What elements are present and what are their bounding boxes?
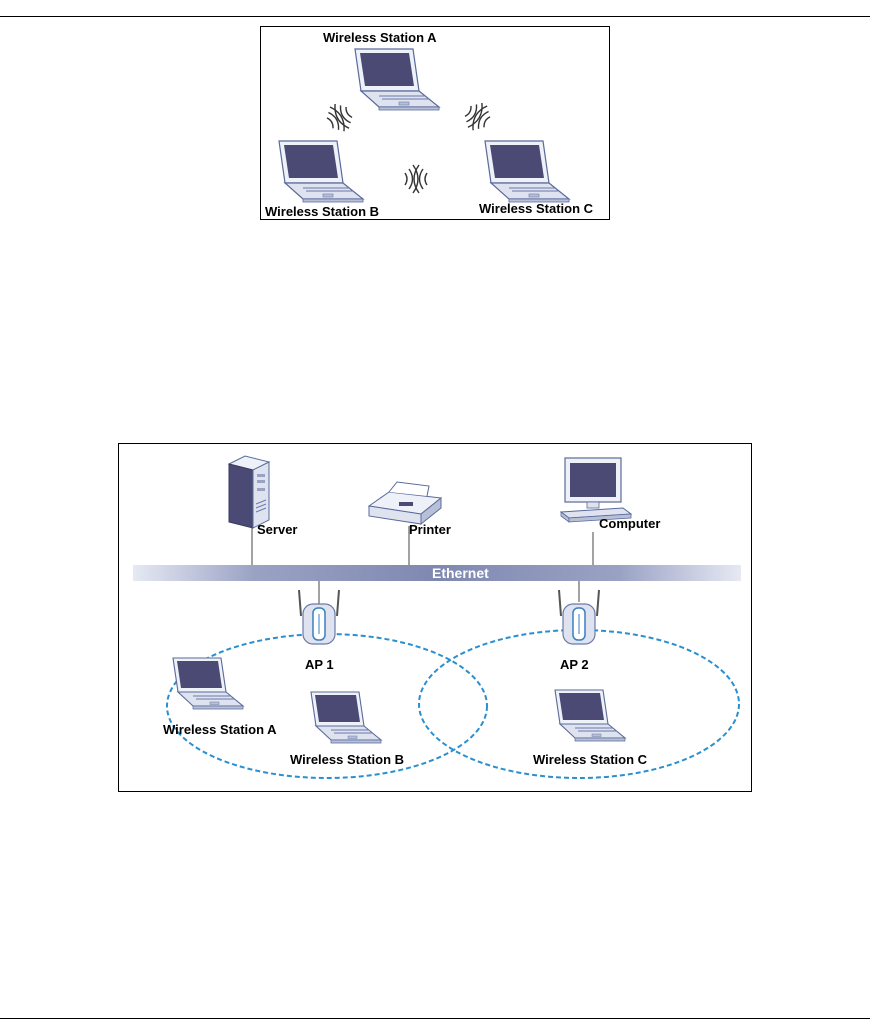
computer-icon (561, 458, 631, 522)
ap1-label: AP 1 (305, 657, 334, 672)
footer-rule (0, 1018, 870, 1019)
station-c-label: Wireless Station C (533, 752, 648, 767)
ap2-label: AP 2 (560, 657, 589, 672)
laptop-icon-station-a (173, 658, 243, 709)
station-b-label: Wireless Station B (290, 752, 404, 767)
infrastructure-network-figure: Ethernet Server Printer (118, 443, 752, 792)
laptop-icon-station-c (485, 141, 569, 202)
computer-label: Computer (599, 516, 660, 531)
wireless-signal-icon (461, 99, 494, 134)
wireless-signal-icon (405, 165, 427, 193)
station-a-label: Wireless Station A (323, 30, 437, 45)
printer-label: Printer (409, 522, 451, 537)
station-a-label: Wireless Station A (163, 722, 277, 737)
laptop-icon-station-a (355, 49, 439, 110)
laptop-icon-station-b (311, 692, 381, 743)
ethernet-label: Ethernet (432, 565, 489, 581)
printer-icon (369, 482, 441, 524)
laptop-icon-station-c (555, 690, 625, 741)
header-rule (0, 16, 870, 17)
station-c-label: Wireless Station C (479, 201, 594, 216)
server-label: Server (257, 522, 297, 537)
wireless-signal-icon (323, 100, 356, 135)
laptop-icon-station-b (279, 141, 363, 202)
station-b-label: Wireless Station B (265, 204, 379, 219)
server-icon (229, 456, 269, 528)
adhoc-network-figure: Wireless Station A Wireless Station B Wi… (260, 26, 610, 220)
